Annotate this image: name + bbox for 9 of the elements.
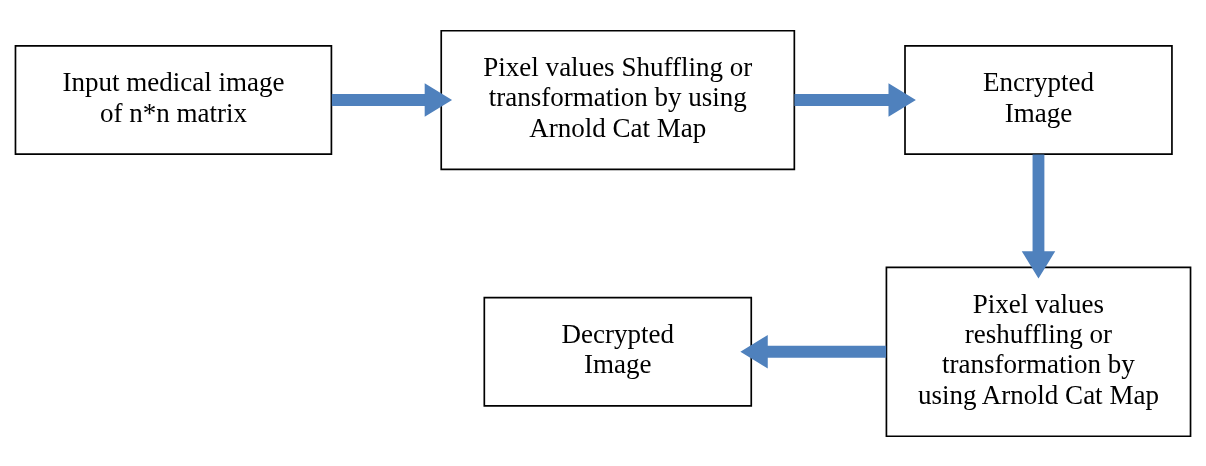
node-box: Input medical image of n*n matrix [14, 44, 333, 155]
node-box: Decrypted Image [483, 296, 753, 407]
arrow [1021, 153, 1056, 278]
node-box: Pixel values Shuffling or transformation by using Arnold Cat Map [440, 29, 796, 170]
node-box: Pixel values reshuffling or transformation by using Arnold Cat Map [885, 265, 1192, 437]
node-box: Encrypted Image [904, 44, 1173, 155]
arrow [331, 82, 453, 117]
arrow [794, 82, 916, 117]
arrow [740, 334, 887, 368]
